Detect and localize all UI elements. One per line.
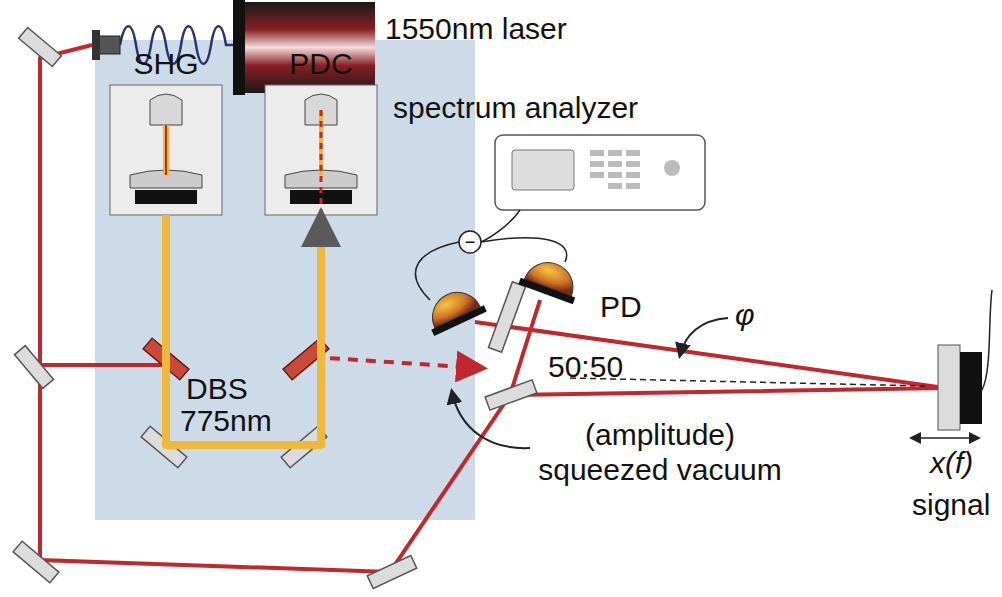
wavelength-label: 775nm <box>180 404 272 439</box>
node-label: SHG <box>133 47 198 82</box>
node-label: spectrum analyzer <box>393 91 638 126</box>
signal-symbol: x(f) <box>930 446 973 481</box>
signal-label: signal <box>912 488 990 523</box>
squeezed-vacuum-label: (amplitude) squeezed vacuum <box>535 418 785 487</box>
pump-beam <box>166 215 321 445</box>
spectrum-analyzer: spectrum analyzer <box>495 135 705 210</box>
splitter-ratio: 50:50 <box>548 350 623 385</box>
subtractor-sign: − <box>465 232 476 253</box>
dbs-label: DBS <box>186 372 248 407</box>
shg-cavity: SHG <box>110 85 222 215</box>
pd-label: PD <box>600 290 642 325</box>
phase-symbol: φ <box>735 298 755 333</box>
pdc-cavity: PDC <box>265 85 377 215</box>
node-label: PDC <box>289 47 352 82</box>
node-label: 1550nm laser <box>385 12 567 47</box>
cavity-housing <box>110 85 377 215</box>
